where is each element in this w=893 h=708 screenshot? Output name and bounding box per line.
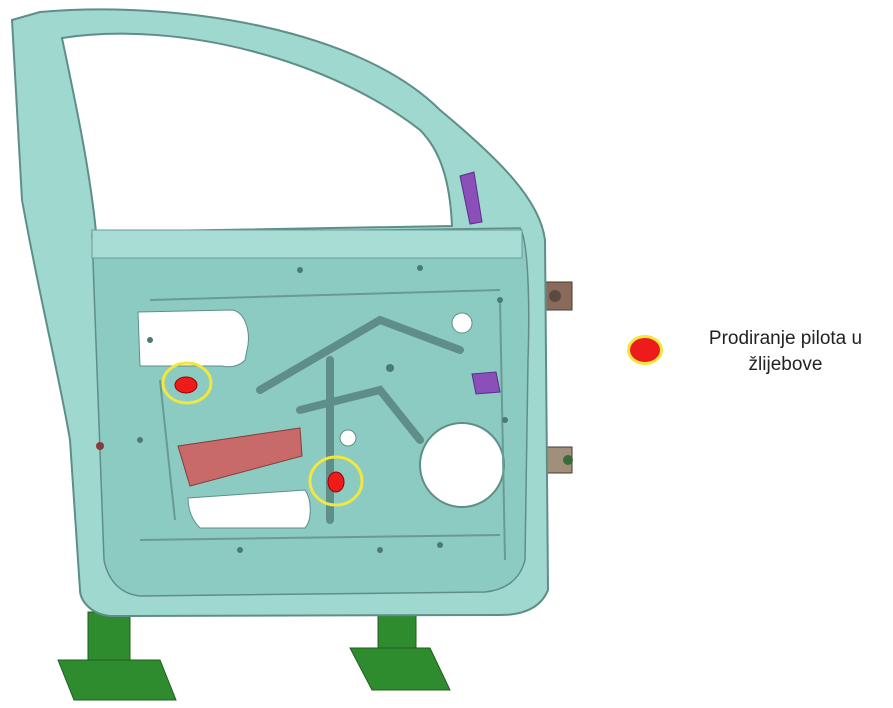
pilot-1: [161, 361, 213, 405]
stand-left: [57, 611, 177, 701]
legend-label: Prodiranje pilota u žlijebove: [682, 326, 889, 378]
small-opening: [451, 312, 473, 334]
cutout-lower-left: [187, 489, 311, 529]
window-regulator-rib: [256, 315, 464, 524]
highlight-ring-1: [161, 361, 213, 405]
legend: Prodiranje pilota u žlijebove: [624, 326, 889, 386]
highlight-ring-2: [308, 455, 364, 507]
pilot-2: [308, 455, 364, 507]
clip-mid: [471, 371, 501, 395]
legend-label-line-2: žlijebove: [748, 354, 823, 375]
cutout-upper-left: [137, 309, 249, 368]
inner-panel: [91, 227, 530, 597]
legend-label-line-1: Prodiranje pilota u: [708, 328, 863, 349]
panel-ribs: [139, 289, 506, 561]
fasteners: [96, 265, 508, 553]
small-opening-2: [339, 429, 357, 447]
waist-rail: [91, 229, 523, 259]
clip-upper: [459, 171, 483, 225]
intrusion-beam: [177, 427, 303, 487]
pilot-marker-icon: [627, 335, 663, 365]
stand-right: [349, 599, 451, 691]
speaker-opening: [419, 422, 505, 508]
